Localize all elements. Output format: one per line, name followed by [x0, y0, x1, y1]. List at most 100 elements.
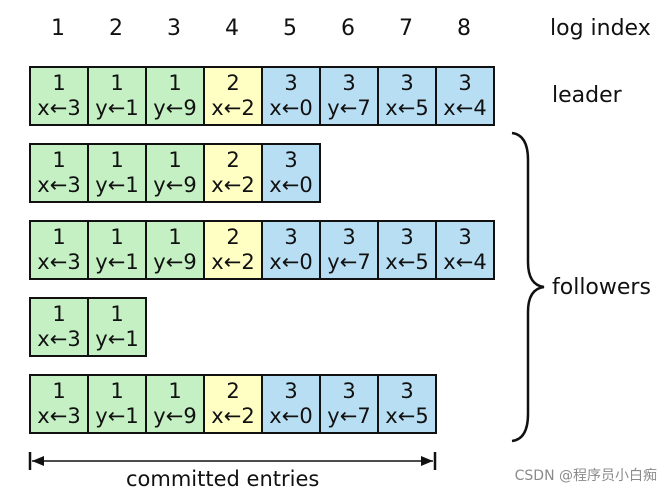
entry-term: 3	[284, 379, 298, 403]
log-index-3: 3	[167, 16, 181, 41]
entry-command: x←3	[37, 250, 81, 274]
entry-command: y←9	[153, 404, 197, 428]
entry-term: 1	[52, 225, 66, 249]
entry-term: 1	[52, 71, 66, 95]
entry-term: 1	[52, 148, 66, 172]
entry-term: 3	[342, 379, 356, 403]
entry-command: x←4	[443, 96, 487, 120]
entry-command: x←0	[269, 96, 313, 120]
entry-command: y←7	[327, 96, 371, 120]
entry-command: x←3	[37, 327, 81, 351]
entry-command: y←1	[95, 250, 139, 274]
entry-command: x←5	[385, 250, 429, 274]
entry-command: y←7	[327, 250, 371, 274]
entry-term: 3	[400, 225, 414, 249]
entry-term: 2	[226, 71, 240, 95]
entry-command: x←4	[443, 250, 487, 274]
entry-term: 3	[400, 379, 414, 403]
entry-term: 1	[168, 71, 182, 95]
entry-command: x←5	[385, 404, 429, 428]
entry-command: x←2	[211, 173, 255, 197]
entry-term: 1	[168, 148, 182, 172]
entry-command: x←3	[37, 404, 81, 428]
entry-term: 2	[226, 225, 240, 249]
entry-command: x←3	[37, 173, 81, 197]
entry-command: y←1	[95, 327, 139, 351]
entry-term: 3	[284, 225, 298, 249]
entry-command: x←2	[211, 250, 255, 274]
entry-command: x←2	[211, 96, 255, 120]
entry-command: x←3	[37, 96, 81, 120]
entry-term: 1	[52, 302, 66, 326]
committed-arrow	[28, 452, 437, 470]
entry-command: y←9	[153, 250, 197, 274]
entry-term: 1	[110, 148, 124, 172]
entry-term: 3	[400, 71, 414, 95]
followers-label: followers	[552, 275, 651, 300]
entry-command: y←9	[153, 96, 197, 120]
entry-term: 1	[110, 302, 124, 326]
leader-label: leader	[552, 83, 622, 108]
entry-command: y←1	[95, 173, 139, 197]
entry-command: x←0	[269, 250, 313, 274]
log-index-4: 4	[225, 16, 239, 41]
log-index-label: log index	[550, 16, 651, 41]
entry-term: 3	[342, 225, 356, 249]
entry-command: x←0	[269, 173, 313, 197]
log-index-6: 6	[341, 16, 355, 41]
log-index-2: 2	[109, 16, 123, 41]
entry-command: y←1	[95, 96, 139, 120]
log-index-8: 8	[457, 16, 471, 41]
entry-command: x←5	[385, 96, 429, 120]
entry-command: x←2	[211, 404, 255, 428]
entry-term: 2	[226, 379, 240, 403]
entry-term: 3	[342, 71, 356, 95]
entry-term: 3	[458, 225, 472, 249]
entry-term: 1	[110, 379, 124, 403]
entry-command: y←1	[95, 404, 139, 428]
watermark: CSDN @程序员小白痴	[514, 468, 657, 484]
entry-term: 3	[284, 71, 298, 95]
entry-term: 1	[110, 225, 124, 249]
log-index-1: 1	[51, 16, 65, 41]
log-index-7: 7	[399, 16, 413, 41]
entry-term: 3	[458, 71, 472, 95]
entry-command: x←0	[269, 404, 313, 428]
entry-command: y←7	[327, 404, 371, 428]
entry-term: 1	[168, 379, 182, 403]
entry-term: 1	[52, 379, 66, 403]
entry-term: 2	[226, 148, 240, 172]
followers-brace	[511, 131, 545, 443]
entry-term: 1	[168, 225, 182, 249]
committed-entries-label: committed entries	[126, 467, 320, 491]
entry-term: 1	[110, 71, 124, 95]
entry-command: y←9	[153, 173, 197, 197]
